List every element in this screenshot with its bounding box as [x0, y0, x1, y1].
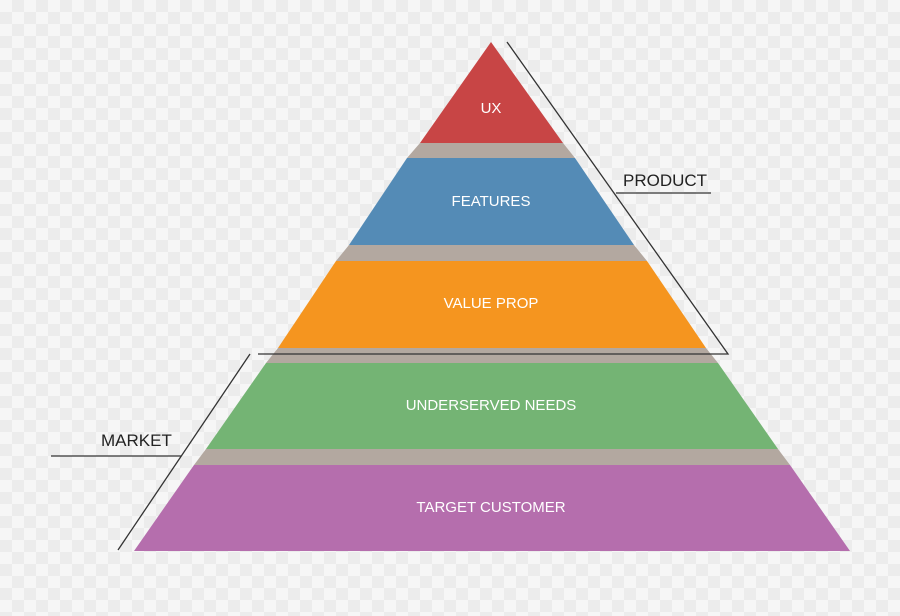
connector-needs-customer — [194, 449, 790, 465]
tier-value-prop[interactable] — [278, 261, 706, 348]
market-label: MARKET — [101, 431, 172, 450]
tier-value-prop-label: VALUE PROP — [444, 295, 539, 312]
product-label: PRODUCT — [623, 171, 707, 190]
product-bracket-line — [258, 41, 730, 355]
tier-ux-label: UX — [481, 100, 502, 117]
connector-features-valueprop — [336, 245, 647, 261]
tier-target-customer[interactable] — [134, 465, 850, 551]
market-bracket-line — [117, 353, 251, 551]
tier-underserved-needs-label: UNDERSERVED NEEDS — [406, 397, 577, 414]
connector-ux-features — [407, 143, 575, 158]
connector-valueprop-needs — [266, 348, 718, 363]
tier-target-customer-label: TARGET CUSTOMER — [416, 499, 565, 516]
tier-features[interactable] — [349, 158, 634, 245]
tier-underserved-needs[interactable] — [206, 363, 778, 449]
tier-features-label: FEATURES — [452, 193, 531, 210]
tier-ux[interactable] — [420, 42, 563, 143]
